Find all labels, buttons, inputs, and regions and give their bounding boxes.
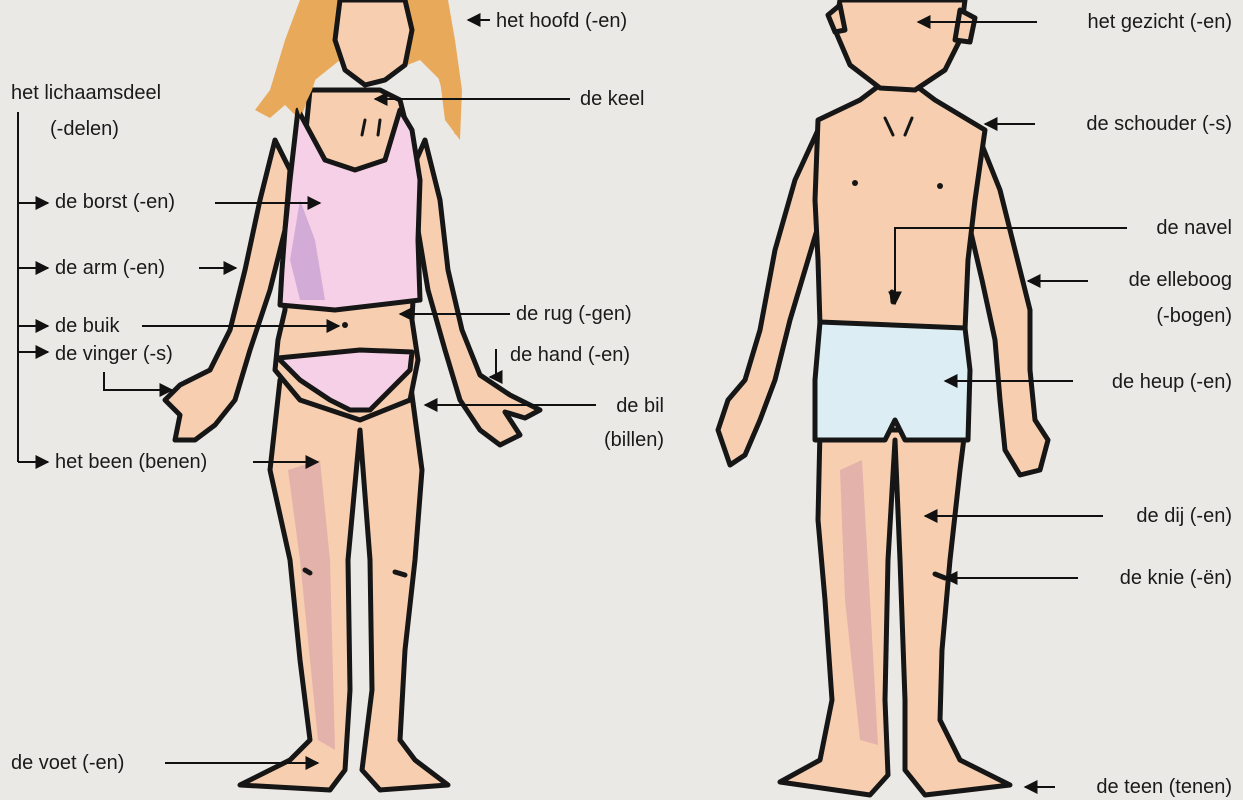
- label-bil: de bil: [560, 394, 664, 418]
- label-elleboog-plural: (-bogen): [1000, 304, 1232, 328]
- boy-legs: [780, 430, 1010, 795]
- boy-head: [835, 0, 965, 90]
- label-rug: de rug (-gen): [516, 302, 632, 326]
- label-buik: de buik: [55, 314, 120, 338]
- label-borst: de borst (-en): [55, 190, 175, 214]
- label-teen: de teen (tenen): [1000, 775, 1232, 799]
- label-been: het been (benen): [55, 450, 207, 474]
- boy-arm-left: [718, 130, 820, 465]
- label-arm: de arm (-en): [55, 256, 165, 280]
- label-hand: de hand (-en): [510, 343, 630, 367]
- label-navel: de navel: [1000, 216, 1232, 240]
- label-schouder: de schouder (-s): [1000, 112, 1232, 136]
- girl-legs: [240, 380, 448, 790]
- label-heup: de heup (-en): [1000, 370, 1232, 394]
- girl-head: [335, 0, 412, 85]
- girl-arm-left: [165, 140, 290, 440]
- girl-arm-right: [412, 140, 540, 445]
- label-hoofd: het hoofd (-en): [496, 9, 627, 33]
- label-voet: de voet (-en): [11, 751, 124, 775]
- boy-torso: [815, 85, 985, 330]
- boy-figure: [718, 0, 1048, 795]
- label-elleboog: de elleboog: [1000, 268, 1232, 292]
- label-lichaamsdeel-plural: (-delen): [50, 117, 119, 141]
- label-bil-plural: (billen): [560, 428, 664, 452]
- label-dij: de dij (-en): [1000, 504, 1232, 528]
- label-lichaamsdeel: het lichaamsdeel: [11, 81, 161, 105]
- label-knie: de knie (-ën): [1000, 566, 1232, 590]
- label-keel: de keel: [580, 87, 645, 111]
- girl-figure: [165, 0, 540, 790]
- label-gezicht: het gezicht (-en): [1000, 10, 1232, 34]
- label-vinger: de vinger (-s): [55, 342, 173, 366]
